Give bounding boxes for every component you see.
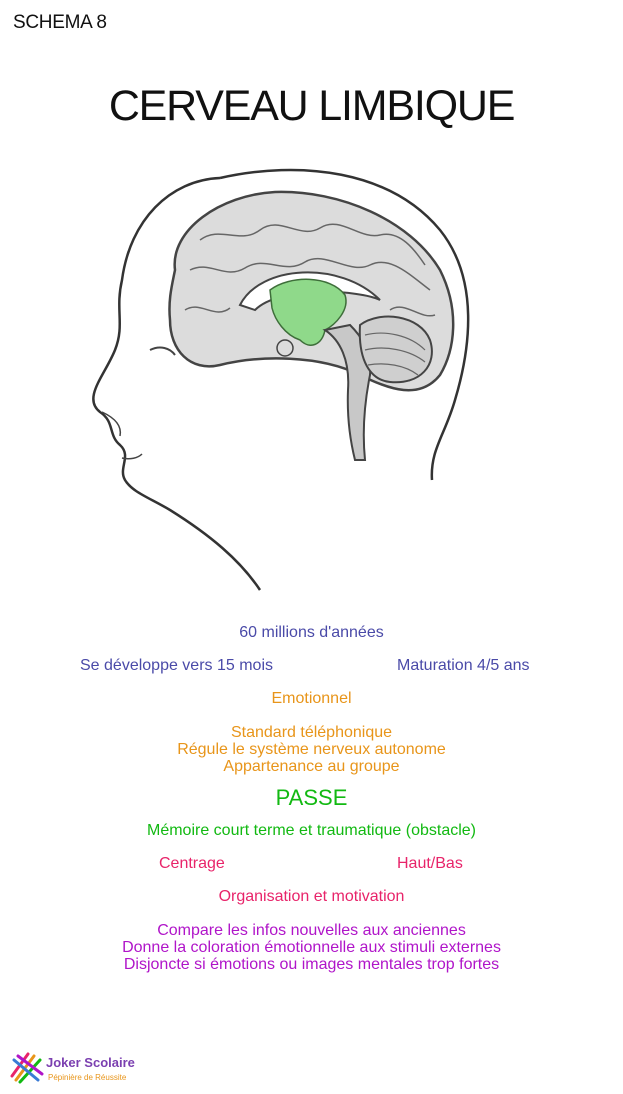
age-text: 60 millions d'années bbox=[239, 624, 384, 641]
detail-line: Disjoncte si émotions ou images mentales… bbox=[123, 956, 500, 973]
roles-block: Standard téléphonique Régule le système … bbox=[0, 724, 623, 775]
joker-scolaire-logo-icon bbox=[10, 1052, 44, 1084]
logo-name: Joker Scolaire bbox=[46, 1055, 135, 1070]
role-line: Standard téléphonique bbox=[230, 724, 393, 741]
time-label: PASSE bbox=[275, 785, 348, 810]
brain-head-profile-icon bbox=[92, 168, 470, 591]
details-block: Compare les infos nouvelles aux ancienne… bbox=[0, 922, 623, 973]
role-line: Régule le système nerveux autonome bbox=[177, 741, 446, 758]
detail-line: Donne la coloration émotionnelle aux sti… bbox=[122, 939, 501, 956]
axis-left-text: Centrage bbox=[159, 855, 225, 872]
functions-text: Organisation et motivation bbox=[218, 888, 405, 905]
detail-line: Compare les infos nouvelles aux ancienne… bbox=[157, 922, 466, 939]
development-left-text: Se développe vers 15 mois bbox=[80, 657, 273, 674]
logo-tagline: Pépinière de Réussite bbox=[48, 1073, 127, 1082]
page-title: CERVEAU LIMBIQUE bbox=[108, 82, 516, 130]
category-text: Emotionnel bbox=[271, 690, 352, 707]
axis-right-text: Haut/Bas bbox=[397, 855, 463, 872]
development-right-text: Maturation 4/5 ans bbox=[397, 657, 530, 674]
memory-text: Mémoire court terme et traumatique (obst… bbox=[146, 822, 476, 839]
role-line: Appartenance au groupe bbox=[223, 758, 400, 775]
schema-label: SCHEMA 8 bbox=[13, 12, 107, 33]
